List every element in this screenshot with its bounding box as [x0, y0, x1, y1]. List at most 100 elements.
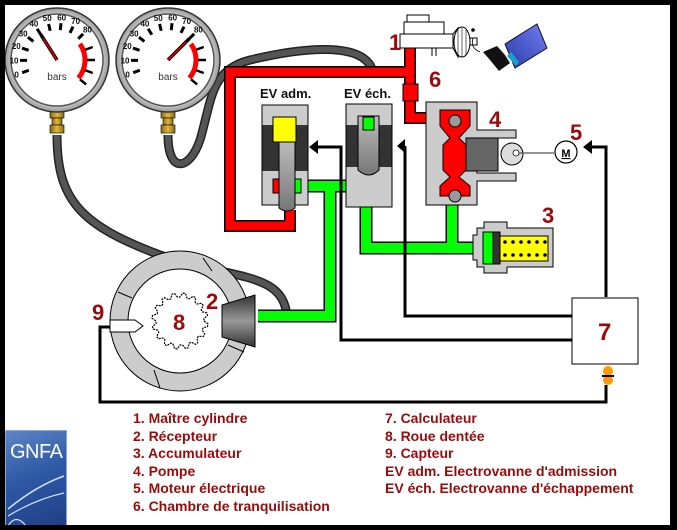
- legend-item: 5. Moteur électrique: [133, 480, 266, 496]
- gauge-tick-label: 10: [10, 56, 19, 65]
- gauge-tick-label: 0: [14, 71, 19, 80]
- spring-dot: [535, 240, 539, 244]
- gauge-tick: [21, 46, 30, 52]
- legend-item: 6. Chambre de tranquilisation: [133, 497, 330, 514]
- spring-dot: [519, 253, 523, 257]
- gauge-tick: [195, 69, 205, 75]
- gauge-red-zone: [187, 42, 199, 80]
- label-4: 4: [489, 107, 502, 132]
- gauge-needle: [167, 41, 187, 61]
- gauge-tick: [146, 27, 154, 36]
- pump: [425, 101, 554, 206]
- legend-item: EV adm. Electrovanne d'admission: [385, 462, 618, 479]
- spring-dot: [535, 253, 539, 257]
- damping-chamber: [402, 83, 419, 102]
- gauge-tick-label: 0: [125, 71, 130, 80]
- legend-item: 8. Roue dentée: [385, 427, 485, 444]
- gauge-tick-label: 20: [123, 42, 132, 51]
- gauge-unit-label: bars: [47, 72, 66, 83]
- ev-admission-valve: [261, 104, 309, 212]
- gnfa-logo: GNFA: [5, 430, 67, 525]
- gauge-unit-label: bars: [158, 72, 177, 83]
- spring-dot: [503, 253, 507, 257]
- gauge-fitting: [49, 124, 65, 134]
- gauge-tick-label: 70: [71, 17, 80, 26]
- gauge-tick-label: 50: [154, 14, 163, 23]
- gauge-tick: [21, 68, 30, 75]
- gauge-tick: [137, 35, 146, 43]
- label-5: 5: [570, 120, 582, 145]
- label-9: 9: [92, 300, 104, 325]
- gauge-tick-label: 80: [194, 26, 203, 35]
- gauge-fitting: [160, 124, 176, 134]
- legend-item: 1. Maître cylindre: [133, 410, 248, 426]
- gauge-tick: [68, 25, 75, 34]
- gauge-tick: [190, 78, 198, 86]
- gauge-tick: [77, 32, 85, 40]
- gauge-tick-label: 30: [130, 29, 139, 38]
- gauge-tick-label: 60: [168, 13, 177, 22]
- spring-dot: [543, 240, 547, 244]
- gauge-tick: [169, 23, 174, 31]
- gauge-tick: [195, 45, 205, 51]
- gauge-tick: [58, 23, 63, 31]
- label-6: 6: [429, 67, 441, 92]
- wheel-speed-sensor: [109, 319, 144, 333]
- logo-swoosh-icon: [7, 475, 65, 525]
- gauge-tick-label: 10: [121, 56, 130, 65]
- control-wires: [98, 145, 608, 404]
- gauge-tick: [132, 46, 141, 52]
- electric-motor: M: [554, 140, 578, 164]
- logo-text: GNFA: [10, 441, 63, 463]
- gauge-fitting: [51, 117, 63, 126]
- gauge-tick-label: 20: [12, 42, 21, 51]
- label-2: 2: [206, 289, 218, 314]
- gauge-tick: [79, 78, 87, 86]
- legend-left: 1. Maître cylindre 2. Récepteur 3. Accum…: [133, 410, 330, 515]
- gauge-tick: [35, 27, 43, 36]
- spring-dot: [511, 240, 515, 244]
- gauge-tick: [188, 32, 196, 40]
- control-arrows: [309, 139, 592, 154]
- gauge-red-zone: [76, 42, 88, 80]
- spring-dot: [527, 253, 531, 257]
- gauge-tick: [132, 68, 141, 75]
- arrow-motor: [583, 140, 592, 154]
- gauge-tick-label: 80: [83, 26, 92, 35]
- ev-ech-label: EV éch.: [344, 86, 391, 101]
- motor-symbol: M: [561, 148, 570, 160]
- accumulator-spring: [503, 240, 547, 257]
- gauge-tick-label: 40: [140, 20, 149, 29]
- legend-item: 9. Capteur: [385, 445, 454, 461]
- arrow-ev-ech: [397, 139, 405, 153]
- gauge-tick: [84, 45, 94, 51]
- label-1: 1: [389, 30, 401, 55]
- calculator-box: [571, 297, 639, 365]
- spring-dot: [543, 253, 547, 257]
- spring-dot: [527, 240, 531, 244]
- master-cylinder: [399, 14, 481, 59]
- ev-exhaust-valve: [345, 103, 393, 208]
- legend-right: 7. Calculateur 8. Roue dentée 9. Capteur…: [385, 410, 633, 498]
- hose-right-gauge: [163, 44, 378, 169]
- gauge-tick-label: 60: [57, 13, 66, 22]
- toothed-wheel: [151, 292, 209, 350]
- gauge-tick: [26, 35, 35, 43]
- label-8: 8: [173, 310, 185, 335]
- gauge-tick-label: 30: [19, 29, 28, 38]
- spring-dot: [511, 253, 515, 257]
- arrow-ev-adm: [309, 140, 318, 154]
- ev-adm-label: EV adm.: [260, 86, 311, 101]
- spring-dot: [503, 240, 507, 244]
- legend-item: 4. Pompe: [133, 462, 196, 479]
- spring-dot: [519, 240, 523, 244]
- gauge-tick-label: 40: [29, 20, 38, 29]
- legend-item: 3. Accumulateur: [133, 445, 242, 461]
- gauge-tick-label: 50: [43, 14, 52, 23]
- gauge-tick: [47, 23, 52, 32]
- accumulator: [472, 221, 554, 274]
